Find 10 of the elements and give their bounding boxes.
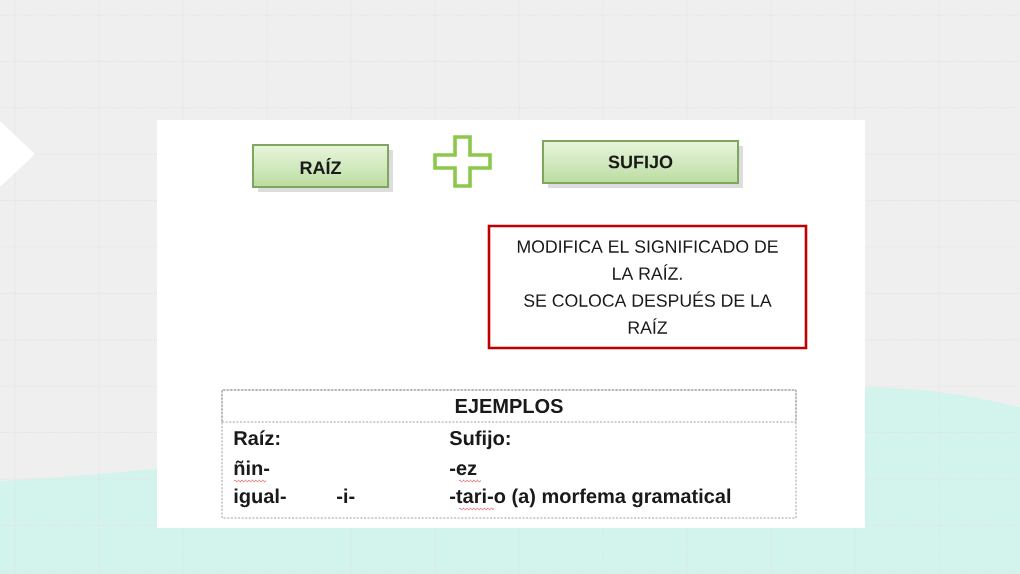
column-heading: Sufijo: [449,430,510,450]
column-heading: Raíz: [234,430,280,446]
term-box: RAÍZ [252,144,393,192]
example-word: -i- [337,488,355,503]
definition-box: MODIFICA EL SIGNIFICADO DE LA RAÍZ. SE COLOCA DESPUÉS DE LA RAÍZ [487,224,808,350]
example-word: -ez [450,464,477,476]
term-box: SUFIJO [542,140,743,188]
example-word: -tari-o (a) morfema gramatical [450,488,731,508]
example-word: igual- [234,488,286,508]
example-word: ñin- [234,460,270,475]
